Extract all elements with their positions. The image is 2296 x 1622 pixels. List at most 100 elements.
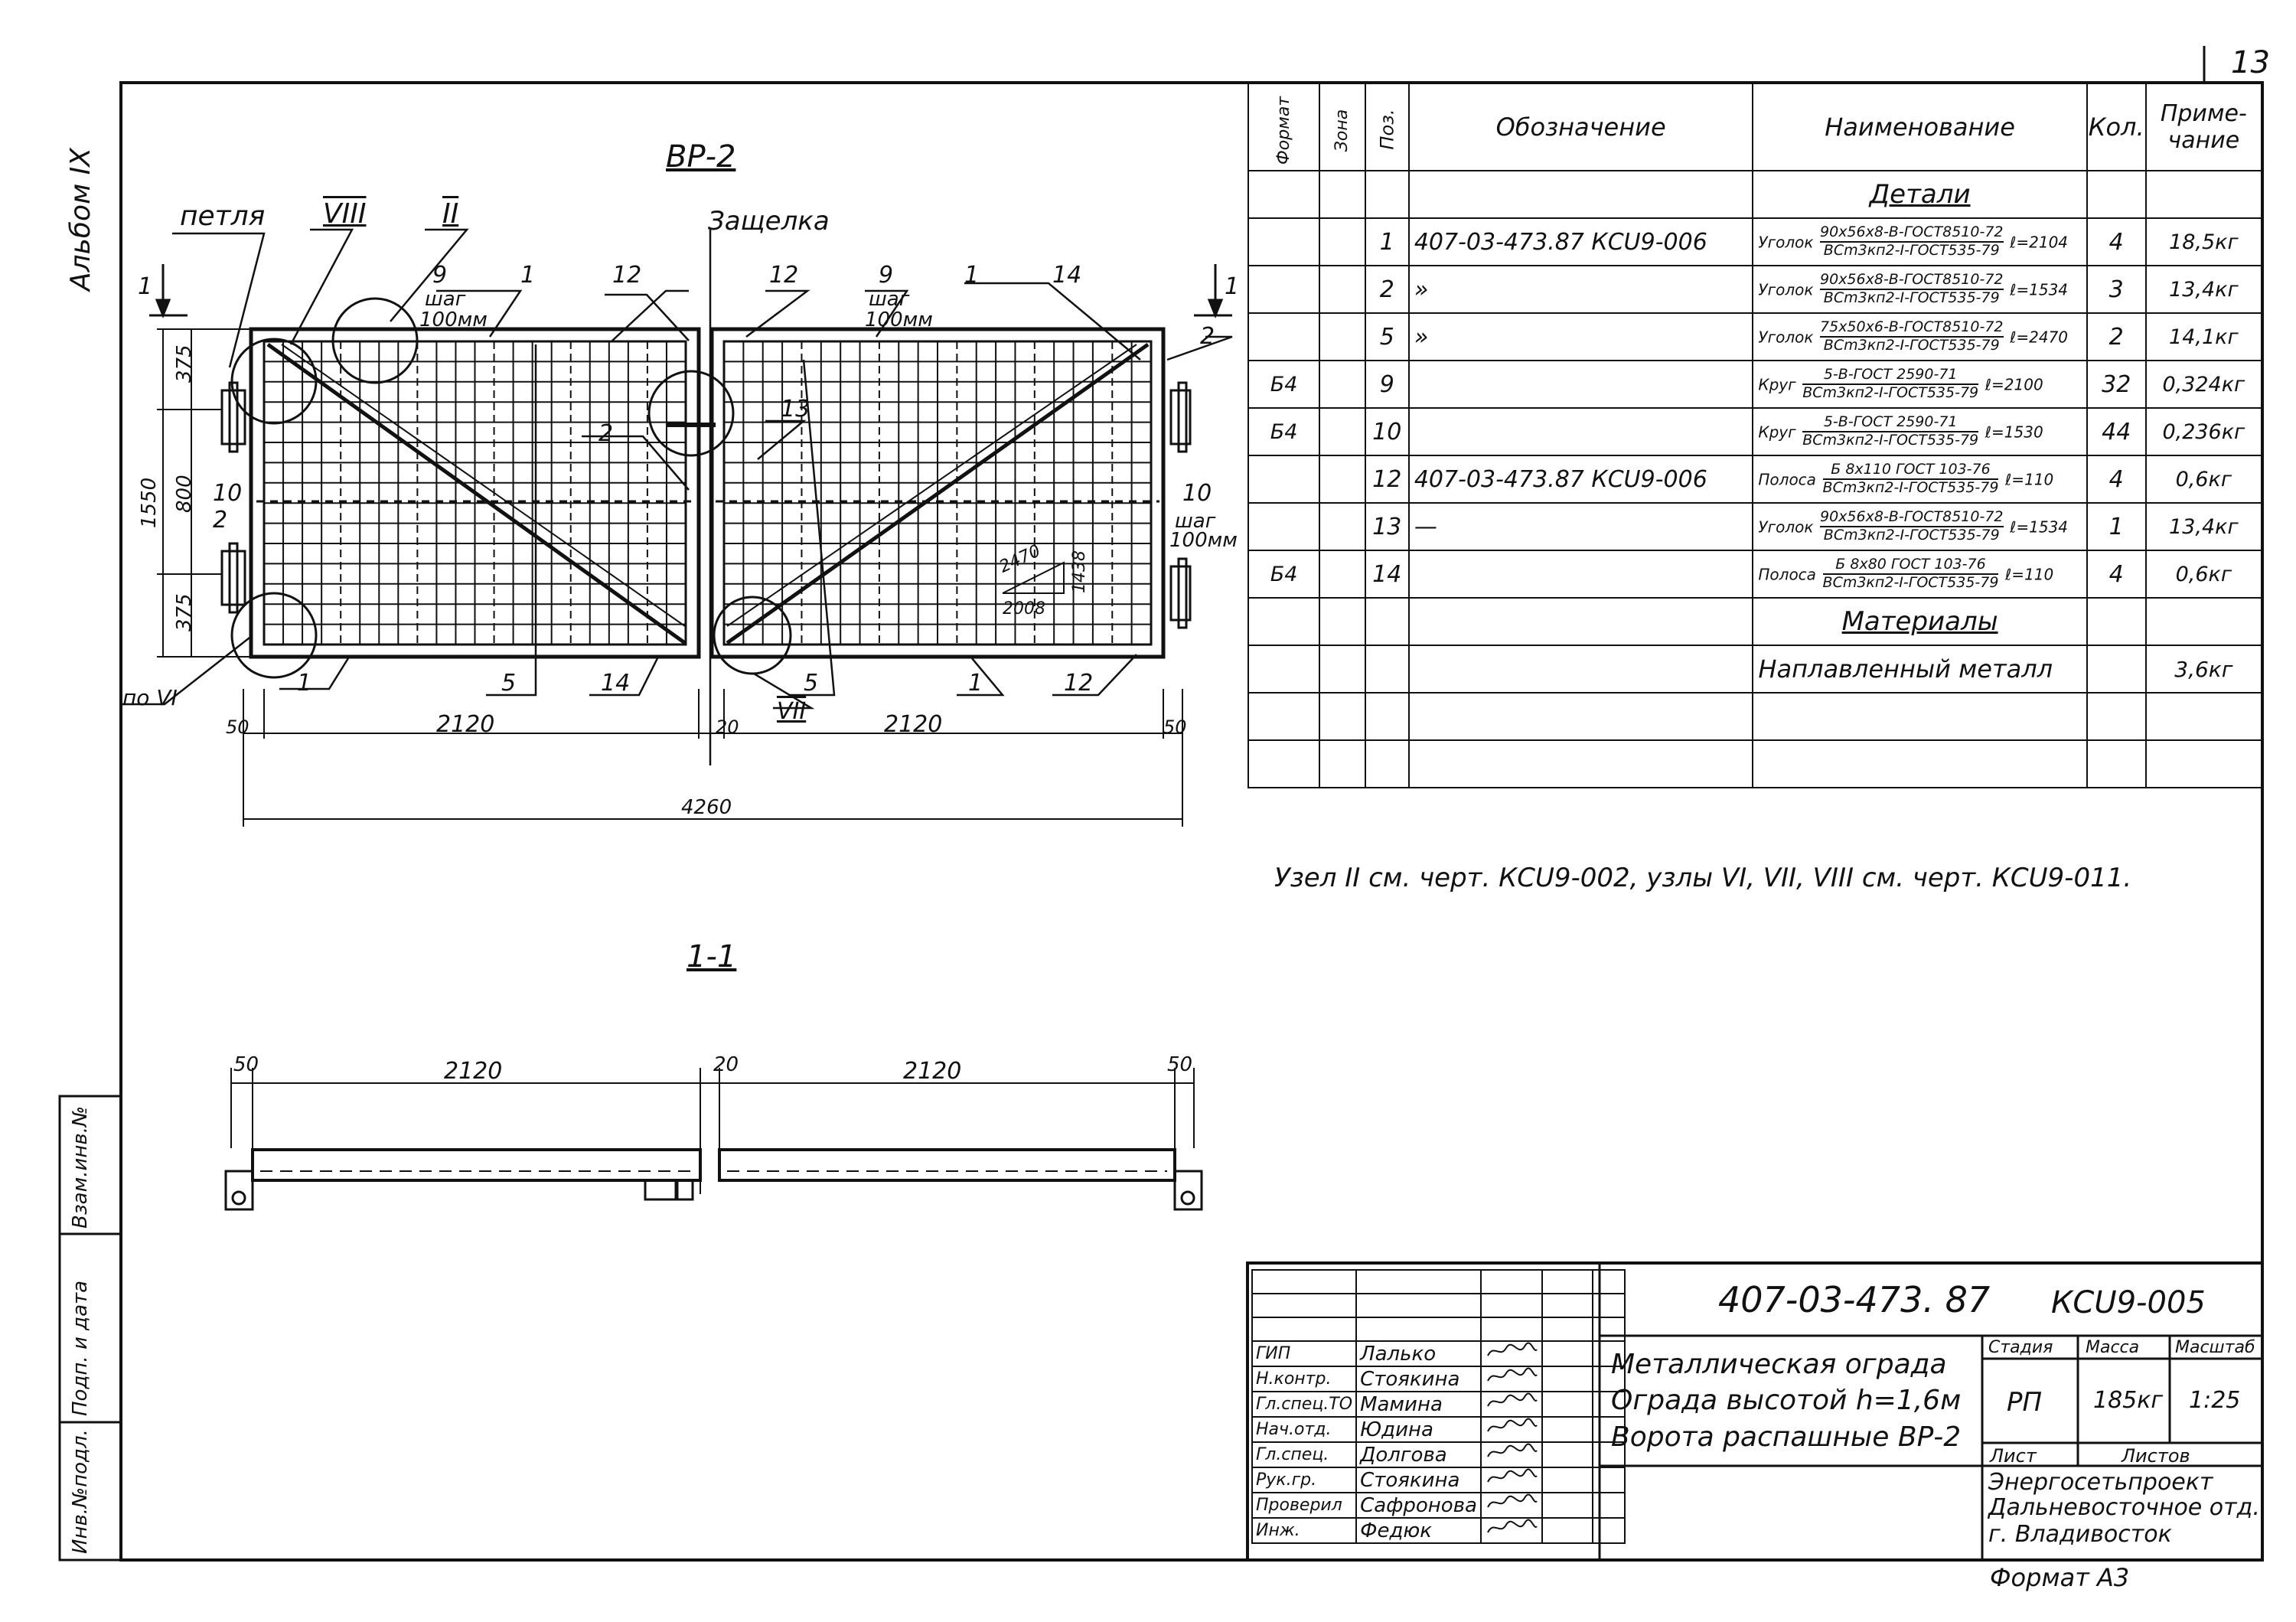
- hdr-zone: Зона: [1319, 83, 1366, 171]
- pos-14-bottom-left: 14: [601, 670, 631, 697]
- node-ii-label: II: [442, 198, 459, 230]
- section-dim-20: 20: [713, 1053, 739, 1076]
- titleblock-org-3: г. Владивосток: [1988, 1521, 2172, 1548]
- pos-1-bottom-right: 1: [968, 670, 983, 697]
- spec-format: [1247, 312, 1321, 361]
- spec-pos: 12: [1364, 455, 1410, 504]
- hdr-format: Формат: [1247, 83, 1321, 171]
- titleblock-scale-header: Масштаб: [2175, 1338, 2255, 1357]
- pos-5-bottom-left: 5: [501, 670, 517, 697]
- person-signature: [1479, 1492, 1543, 1519]
- spec-note: 13,4кг: [2144, 265, 2263, 314]
- titleblock-scale: 1:25: [2189, 1387, 2241, 1414]
- titleblock-person-row: Нач.отд.Юдина: [1251, 1416, 1626, 1443]
- dim-4260: 4260: [681, 796, 732, 819]
- spec-qty: 4: [2086, 550, 2147, 599]
- pos-14-right-top: 14: [1052, 262, 1082, 289]
- titleblock-org-2: Дальневосточное отд.: [1988, 1494, 2260, 1521]
- pos-1-bottom-left: 1: [297, 670, 312, 697]
- spec-zone: [1319, 502, 1366, 551]
- pos-2-left-edge: 2: [213, 507, 228, 534]
- gate-leaf-right: [709, 327, 1166, 659]
- titleblock-person-row: Рук.гр.Стоякина: [1251, 1467, 1626, 1493]
- specification-table: Формат Зона Поз. Обозначение Наименовани…: [1247, 83, 2263, 788]
- spec-zone: [1319, 550, 1366, 599]
- pos-2-right-edge: 2: [1200, 323, 1215, 350]
- dim-2120-left: 2120: [436, 711, 495, 738]
- pos-1-left: 1: [520, 262, 536, 289]
- spec-qty: 32: [2086, 360, 2147, 409]
- person-role: ГИП: [1251, 1340, 1358, 1367]
- dim-2120-right: 2120: [884, 711, 943, 738]
- section-dim-50-right: 50: [1167, 1053, 1193, 1076]
- spec-note: 0,324кг: [2144, 360, 2263, 409]
- spec-note: 0,6кг: [2144, 455, 2263, 504]
- sheet-number: 13: [2231, 45, 2270, 80]
- person-signature: [1479, 1441, 1543, 1468]
- titleblock-stage-header: Стадия: [1988, 1338, 2053, 1357]
- left-strip-box: [58, 1095, 122, 1562]
- step-val-right: 100мм: [865, 308, 933, 331]
- person-role: Н.контр.: [1251, 1366, 1358, 1392]
- spec-qty: 4: [2086, 217, 2147, 266]
- step-label-right-edge: шаг: [1175, 510, 1216, 533]
- section-dim-50-left: 50: [233, 1053, 259, 1076]
- pos-9-left: 9: [432, 262, 448, 289]
- note-text: Узел II см. черт. КСU9-002, узлы VI, VII…: [1274, 863, 2132, 893]
- spec-designation: 407-03-473.87 КСU9-006: [1407, 217, 1754, 266]
- step-label-right: шаг: [869, 288, 910, 311]
- pos-10-left: 10: [213, 480, 243, 507]
- left-strip-label-3: Взам.инв.№: [69, 1106, 92, 1229]
- section-dim-2120-left: 2120: [444, 1058, 503, 1085]
- spec-note: 0,6кг: [2144, 550, 2263, 599]
- person-role: Рук.гр.: [1251, 1467, 1358, 1493]
- dim-20: 20: [716, 716, 739, 738]
- node-vi-label: по VI: [122, 685, 178, 710]
- spec-pos: 9: [1364, 360, 1410, 409]
- dim-50-right: 50: [1163, 716, 1187, 738]
- hinges: [220, 381, 1192, 629]
- titleblock-mass-header: Масса: [2086, 1338, 2140, 1357]
- section-dim-2120-right: 2120: [903, 1058, 962, 1085]
- spec-format: [1247, 265, 1321, 314]
- titleblock-name-3: Ворота распашные ВР-2: [1611, 1421, 1962, 1453]
- person-role: Проверил: [1251, 1492, 1358, 1519]
- format-label: Формат A3: [1990, 1563, 2130, 1592]
- spec-empty-row: [1247, 692, 2263, 741]
- spec-designation: [1407, 407, 1754, 456]
- pos-12-left: 12: [612, 262, 642, 289]
- titleblock-lists-header: Листов: [2122, 1445, 2190, 1467]
- spec-empty-row: [1247, 739, 2263, 788]
- leader-lines: [122, 228, 1233, 765]
- spec-zone: [1319, 360, 1366, 409]
- titleblock-sheet-code: КСU9-005: [2051, 1285, 2206, 1320]
- hdr-name: Наименование: [1752, 83, 2088, 171]
- person-name: Лалько: [1355, 1340, 1482, 1367]
- titleblock-code: 407-03-473. 87: [1718, 1279, 1991, 1320]
- person-signature: [1479, 1366, 1543, 1392]
- step-label-left: шаг: [425, 288, 466, 311]
- person-name: Мамина: [1355, 1391, 1482, 1418]
- pos-2-center: 2: [598, 420, 614, 447]
- spec-qty: 1: [2086, 502, 2147, 551]
- spec-pos: 10: [1364, 407, 1410, 456]
- spec-section-details: Детали: [1247, 170, 2263, 219]
- pos-12-right-top: 12: [769, 262, 799, 289]
- spec-material-row: Наплавленный металл 3,6кг: [1247, 645, 2263, 694]
- plan-dimensions: [157, 328, 1183, 827]
- spec-note: 18,5кг: [2144, 217, 2263, 266]
